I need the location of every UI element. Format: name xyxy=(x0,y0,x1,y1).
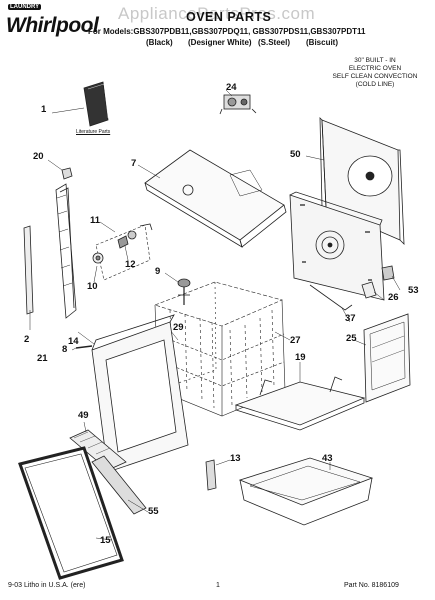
oven-description: 30" BUILT - IN ELECTRIC OVEN SELF CLEAN … xyxy=(325,57,425,89)
callout-26: 26 xyxy=(388,292,399,303)
oven-desc-line: ELECTRIC OVEN xyxy=(348,65,402,72)
leader-line xyxy=(51,107,85,114)
callout-8: 8 xyxy=(62,344,68,355)
bracket-parts xyxy=(92,223,153,281)
footer-part-no: Part No. 8186109 xyxy=(344,582,399,589)
literature-label: Literature Parts xyxy=(76,129,111,135)
part-20-clip xyxy=(61,167,73,180)
bracket-13 xyxy=(205,459,217,491)
callout-53: 53 xyxy=(408,285,419,296)
side-panel-fan xyxy=(289,191,385,311)
hinge-receiver xyxy=(361,265,395,299)
color-black: (Black) xyxy=(146,38,173,47)
callout-24: 24 xyxy=(226,82,237,93)
brand-logo: Whirlpool xyxy=(6,14,99,37)
callout-49: 49 xyxy=(78,410,89,421)
oven-desc-line: SELF CLEAN CONVECTION xyxy=(332,73,418,80)
color-biscuit: (Biscuit) xyxy=(306,38,338,47)
oven-desc-line: (COLD LINE) xyxy=(355,81,395,88)
callout-19: 19 xyxy=(295,352,306,363)
color-steel: (S.Steel) xyxy=(258,38,291,47)
oven-top-panel xyxy=(144,149,287,248)
door-trim-strip xyxy=(55,183,77,319)
color-white: (Designer White) xyxy=(188,38,252,47)
callout-43: 43 xyxy=(322,453,333,464)
bottom-tray xyxy=(238,457,374,526)
footer-page: 1 xyxy=(216,582,220,589)
door-trim-bottom xyxy=(91,455,147,515)
vent-trim xyxy=(69,429,127,471)
screw xyxy=(75,345,93,349)
watermark: AppliancePartsPros.com xyxy=(118,4,316,23)
gasket-rod xyxy=(23,225,34,315)
callout-27: 27 xyxy=(290,335,301,346)
callout-13: 13 xyxy=(230,453,241,464)
side-liner xyxy=(363,313,411,403)
callout-11: 11 xyxy=(90,215,101,226)
oven-rack xyxy=(234,376,366,431)
callout-37: 37 xyxy=(345,313,356,324)
callout-10: 10 xyxy=(87,281,98,292)
callout-25: 25 xyxy=(346,333,357,344)
callout-29: 29 xyxy=(173,322,184,333)
callout-7: 7 xyxy=(131,158,137,169)
door-gasket xyxy=(18,446,124,580)
callout-55: 55 xyxy=(148,506,159,517)
callout-15: 15 xyxy=(100,535,111,546)
callout-2: 2 xyxy=(24,334,30,345)
switch-assembly xyxy=(219,94,257,115)
page-title: OVEN PARTS xyxy=(186,10,272,24)
callout-9: 9 xyxy=(155,266,161,277)
literature-parts xyxy=(83,81,109,127)
callout-14: 14 xyxy=(68,336,79,347)
door-inner-frame xyxy=(91,314,189,473)
sensor-connector xyxy=(177,278,191,305)
footer-litho: 9-03 Litho in U.S.A. (ere) xyxy=(8,582,86,589)
oven-desc-line: 30" BUILT - IN xyxy=(354,57,396,64)
rear-panel xyxy=(319,117,405,246)
callout-1: 1 xyxy=(41,104,47,115)
callout-21: 21 xyxy=(37,353,48,364)
callout-20: 20 xyxy=(33,151,44,162)
brand-tagline: LAUNDRY xyxy=(8,4,42,10)
models-line: For Models:GBS307PDB11,GBS307PDQ11, GBS3… xyxy=(88,27,366,36)
callout-50: 50 xyxy=(290,149,301,160)
callout-12: 12 xyxy=(125,259,136,270)
